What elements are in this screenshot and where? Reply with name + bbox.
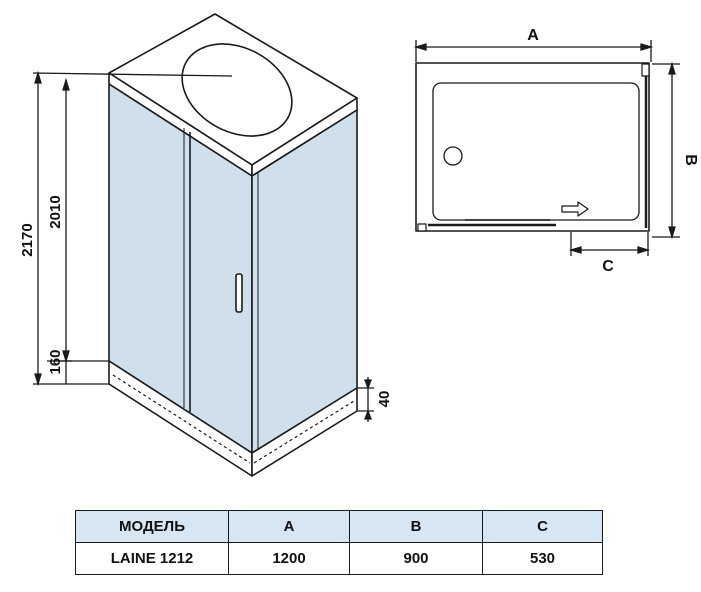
- cell-model: LAINE 1212: [75, 542, 229, 575]
- door-handle: [235, 273, 243, 313]
- roof-skylight: [181, 43, 293, 137]
- elevation-dimensions: [32, 70, 374, 422]
- dim-2010-label: 2010: [47, 195, 64, 228]
- dim-160-label: 160: [47, 349, 64, 374]
- shower-cabin-3d-view: [108, 13, 358, 477]
- spec-table: МОДЕЛЬ A B C LAINE 1212 1200 900 530: [75, 510, 603, 575]
- tray-dashed-side: [253, 400, 355, 464]
- dim-c-label: C: [602, 258, 614, 275]
- plan-slide-arrow: [561, 201, 589, 217]
- table-row: LAINE 1212 1200 900 530: [75, 542, 603, 575]
- plan-drain: [443, 146, 463, 166]
- dim-b-label: B: [682, 154, 699, 166]
- cell-c: 530: [482, 542, 603, 575]
- dim-2170-label: 2170: [19, 223, 36, 256]
- header-c: C: [482, 510, 603, 543]
- header-model: МОДЕЛЬ: [75, 510, 229, 543]
- plan-dimensions: [413, 40, 680, 256]
- spec-table-header-row: МОДЕЛЬ A B C: [75, 510, 603, 543]
- header-b: B: [349, 510, 483, 543]
- plan-tray-inner: [432, 82, 640, 221]
- dim-40-label: 40: [376, 391, 393, 408]
- dim-a-label: A: [527, 27, 539, 44]
- cell-b: 900: [349, 542, 483, 575]
- plan-tray-outer: [415, 62, 650, 232]
- plan-view: [415, 62, 650, 232]
- header-a: A: [228, 510, 350, 543]
- technical-drawing: 2170 2010 160 40 A B C: [19, 13, 699, 477]
- cell-a: 1200: [228, 542, 350, 575]
